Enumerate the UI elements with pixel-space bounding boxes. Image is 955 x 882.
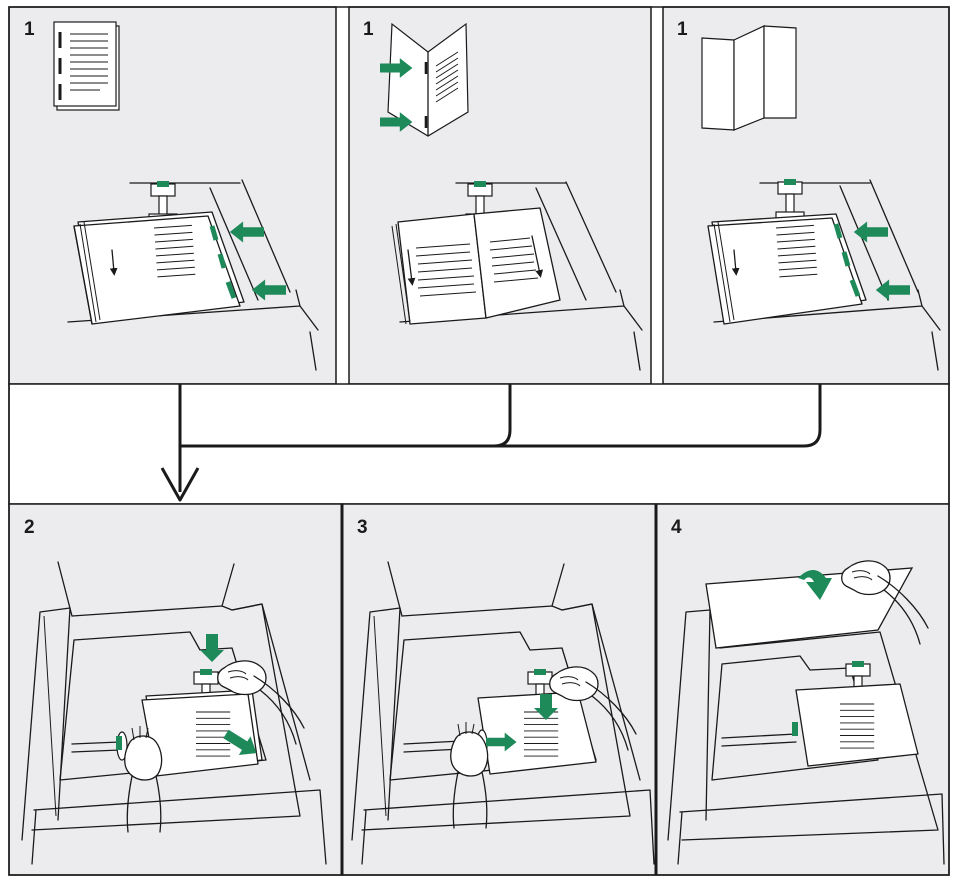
panel-2: 2 <box>8 503 343 876</box>
panel-3: 3 <box>340 503 657 876</box>
z-folded-sheet-icon <box>701 25 797 131</box>
step-number-4: 4 <box>671 517 682 538</box>
step-number-2: 2 <box>24 517 35 538</box>
panel-1a: 1 <box>8 6 337 385</box>
step-number-1c: 1 <box>677 19 688 40</box>
panel-1b: 1 <box>348 6 652 385</box>
step-number-1b: 1 <box>363 19 374 40</box>
stapled-document-icon <box>53 21 120 111</box>
green-direction-arrow-icon <box>798 570 832 600</box>
green-direction-arrow-icon <box>200 634 224 662</box>
step-number-3: 3 <box>357 517 368 538</box>
green-direction-arrow-icon <box>534 694 558 720</box>
panel-4: 4 <box>654 503 950 876</box>
panel-1c: 1 <box>662 6 950 385</box>
flow-connector <box>8 383 950 505</box>
step-number-1a: 1 <box>24 19 35 40</box>
saddle-folded-booklet-icon <box>380 22 469 137</box>
